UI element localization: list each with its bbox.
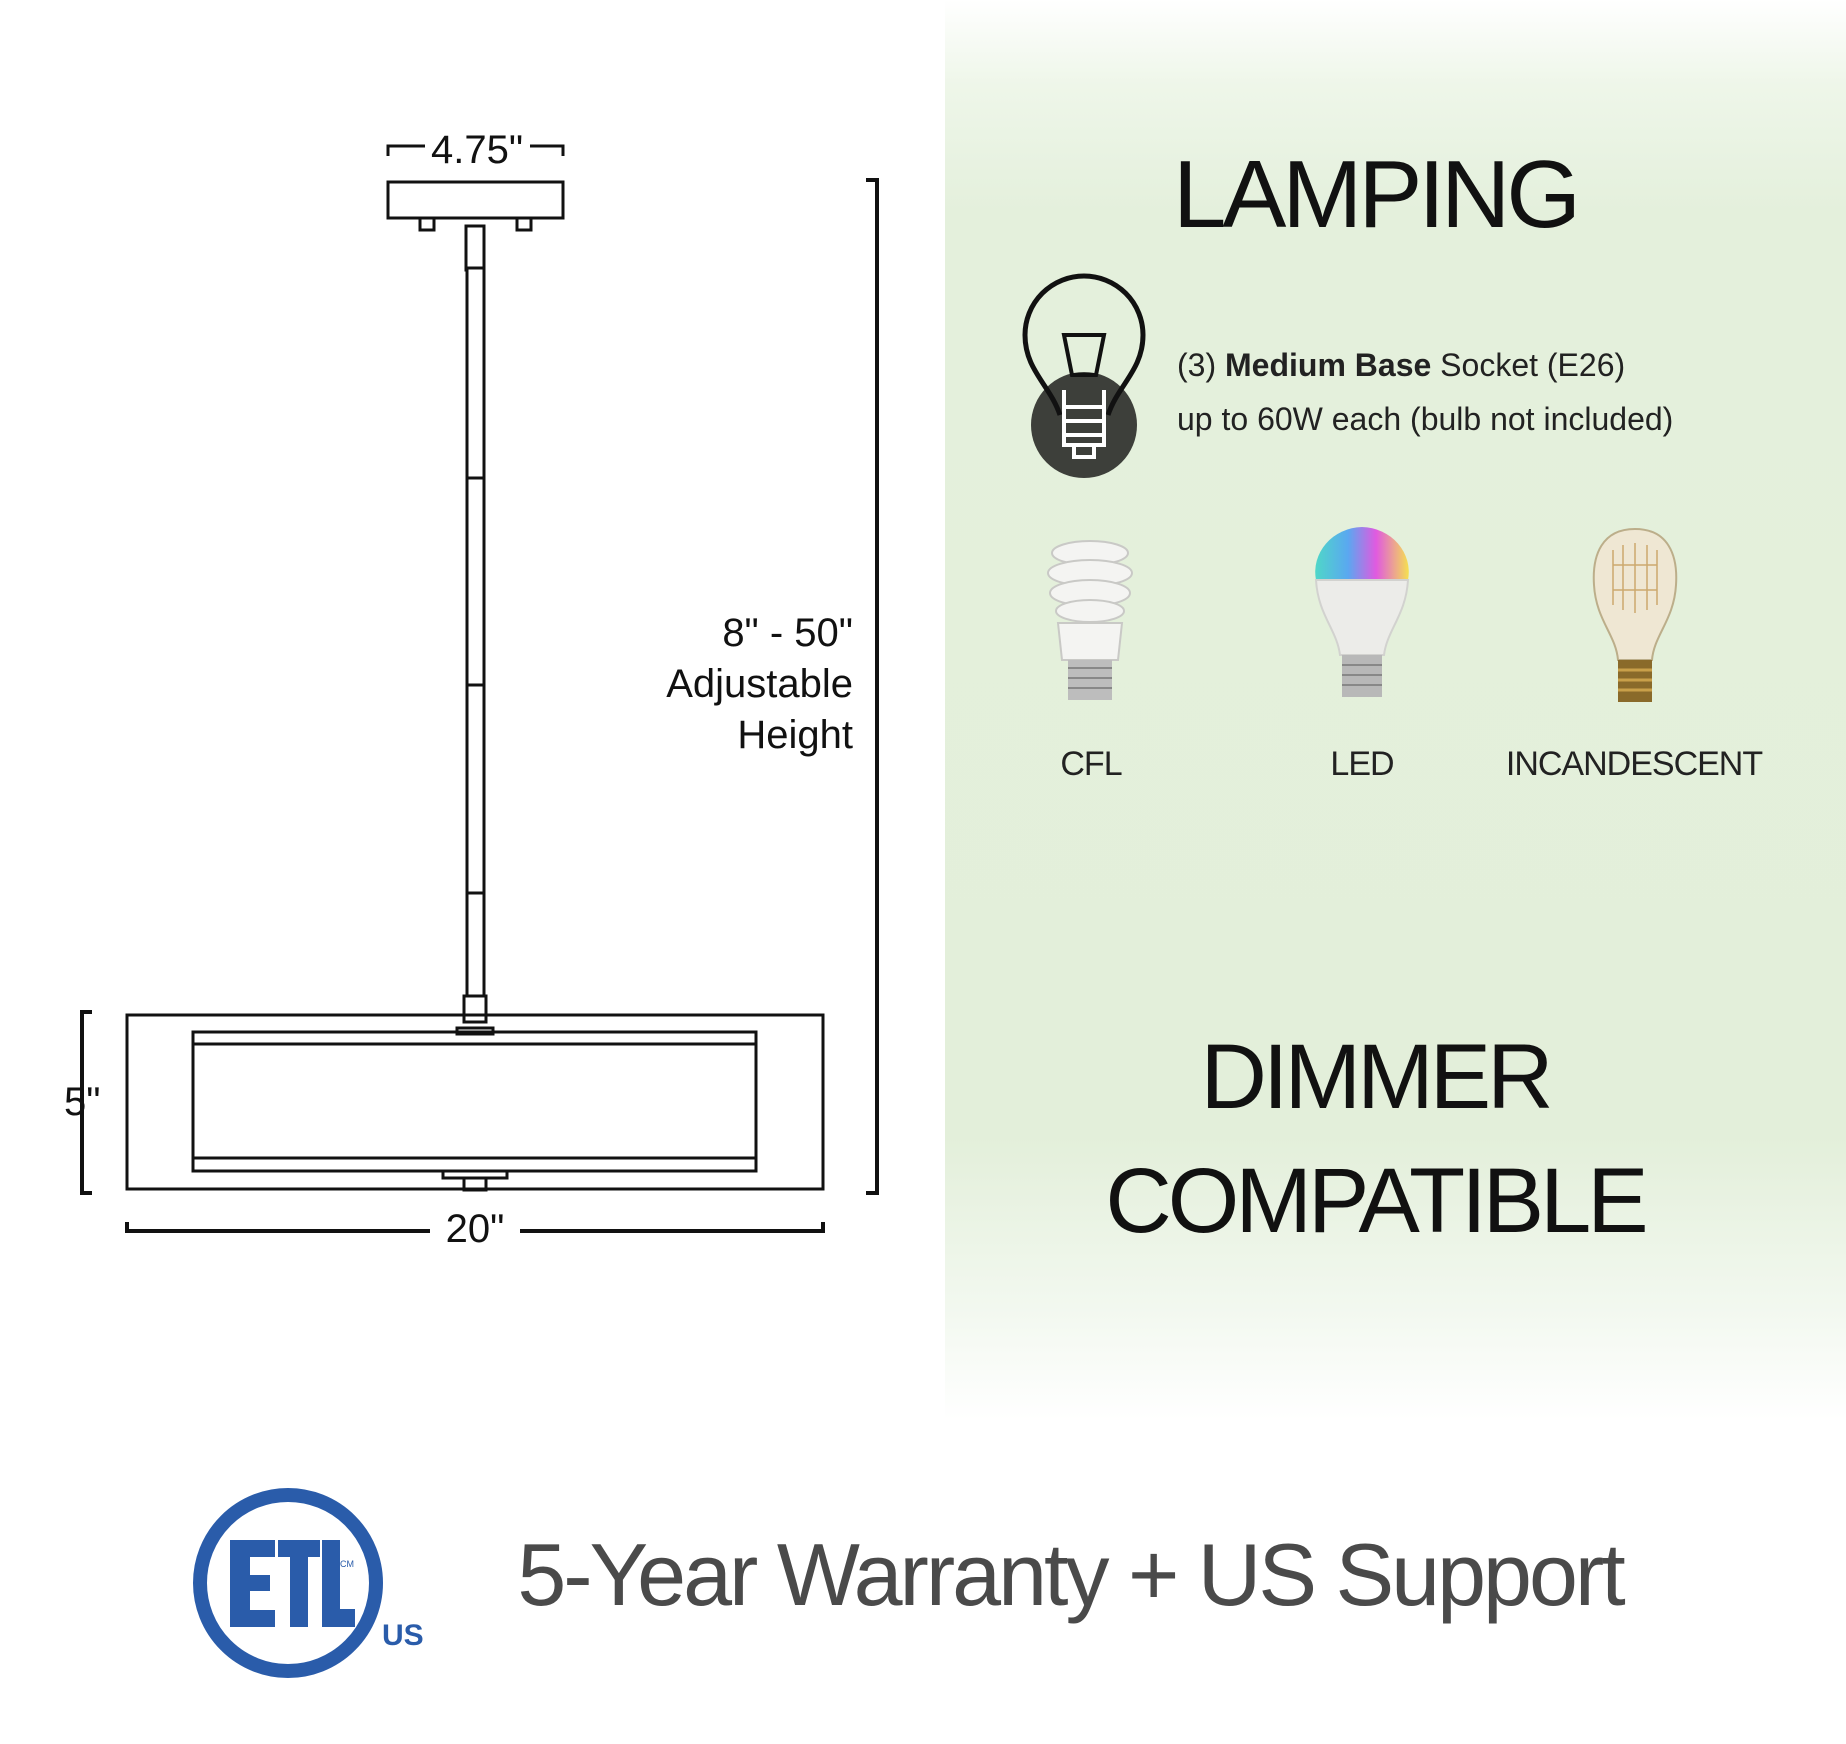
socket-suffix: Socket (E26) [1440,347,1626,383]
height-label-line2: Adjustable [666,662,853,706]
bulb-label-led: LED [1330,745,1394,783]
lamping-title: LAMPING [1172,141,1581,248]
canopy-width-label: 4.75" [430,128,524,172]
dimmer-line2: COMPATIBLE [1105,1150,1648,1252]
fixture-height-label: 5" [64,1080,101,1124]
led-bulb-icon [1314,527,1410,697]
warranty-text: 5-Year Warranty + US Support [517,1525,1625,1624]
canopy-width-bracket [386,144,565,156]
height-label-line3: Height [737,713,853,757]
bulb-label-incandescent: INCANDESCENT [1505,745,1763,783]
fixture-frame [125,1013,825,1191]
fixture-width-label: 20" [445,1207,505,1251]
fixture-height-bracket [80,1010,92,1195]
wattage-note: up to 60W each (bulb not included) [1177,401,1674,437]
canopy [386,180,565,220]
fixture-shade [191,1030,758,1173]
light-bulb-icon [1022,273,1146,478]
adjustable-height-label: 8" - 50" Adjustable Height [666,608,853,761]
lamping-panel-background [945,0,1846,1420]
down-rod [465,266,486,1000]
incandescent-bulb-icon [1592,527,1678,702]
etl-certification-logo: CM US [193,1488,424,1678]
height-range: 8" - 50" [722,611,853,655]
dimmer-line1: DIMMER [1200,1026,1553,1128]
fixture-dimension-drawing [80,144,879,1233]
svg-text:US: US [382,1619,424,1652]
socket-spec: (3) Medium Base Socket (E26) up to 60W e… [1177,338,1817,446]
bulb-label-cfl: CFL [1060,745,1122,783]
height-bracket [866,178,879,1195]
socket-type: Medium Base [1225,347,1432,383]
fixture-width-bracket [125,1222,825,1233]
svg-text:CM: CM [340,1559,354,1569]
socket-count: (3) [1177,347,1217,383]
cfl-bulb-icon [1047,540,1133,700]
dimmer-compatible-title: DIMMER COMPATIBLE [1000,1015,1750,1263]
